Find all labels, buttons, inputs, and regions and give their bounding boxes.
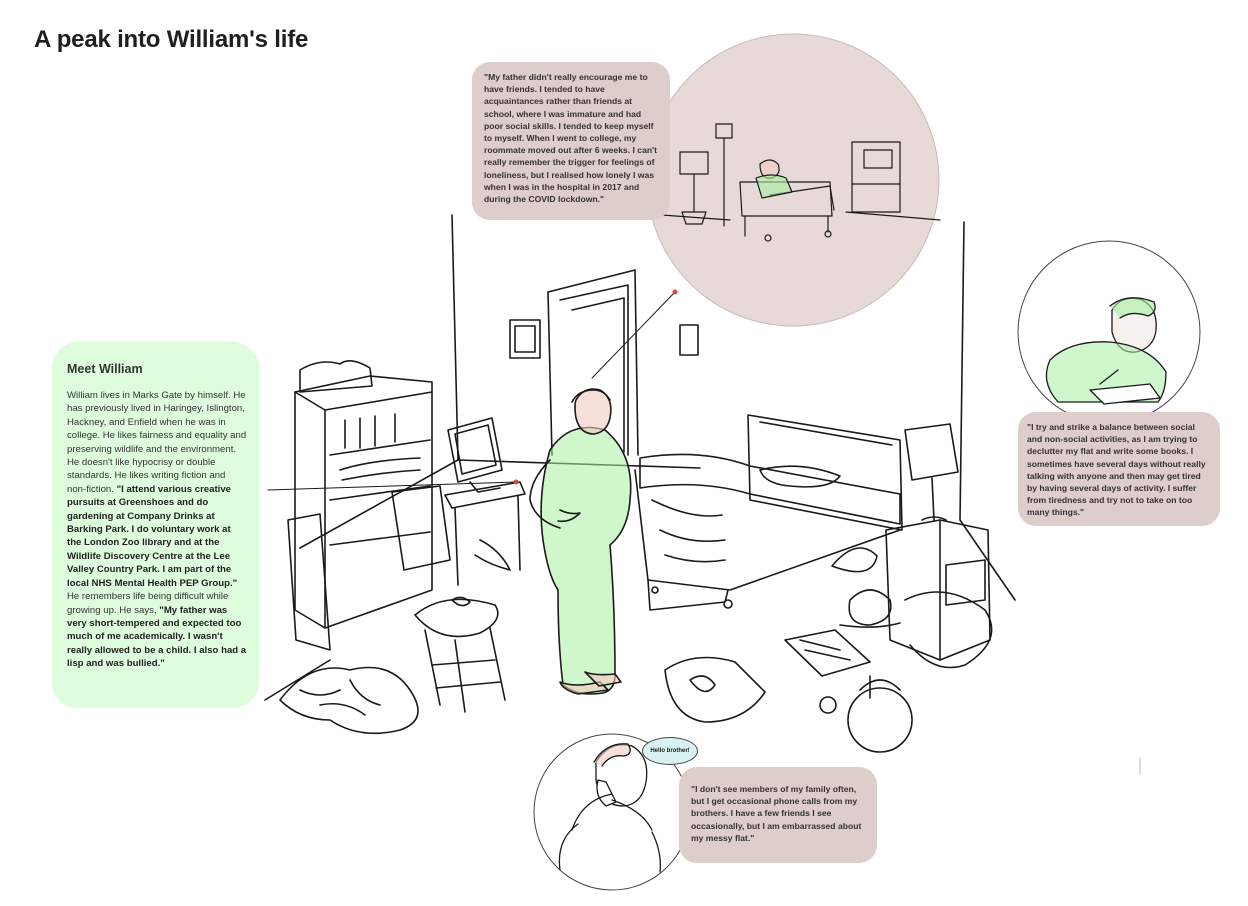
connector-lines <box>267 289 678 491</box>
balance-quote-card: "I try and strike a balance between soci… <box>1018 412 1220 526</box>
hospital-bed-icon <box>661 123 941 242</box>
nightstand-lamp-icon <box>885 423 993 669</box>
bookshelf-icon <box>287 360 451 651</box>
william-figure-icon <box>529 388 632 695</box>
hospital-circle <box>646 33 941 327</box>
man-on-phone-icon <box>558 743 661 873</box>
meet-william-activities-quote: "I attend various creative pursuits at G… <box>67 483 238 589</box>
meet-william-heading: Meet William <box>67 362 143 376</box>
meet-william-body: William lives in Marks Gate by himself. … <box>67 389 247 671</box>
meet-william-intro: William lives in Marks Gate by himself. … <box>67 390 247 495</box>
meet-william-middle: He remembers life being difficult while … <box>67 591 229 616</box>
floor-clutter-icon <box>279 547 913 753</box>
family-quote-card: "I don't see members of my family often,… <box>679 767 877 863</box>
writing-circle <box>1017 240 1201 424</box>
meet-william-card: Meet William William lives in Marks Gate… <box>52 342 259 708</box>
loneliness-quote-card: "My father didn't really encourage me to… <box>472 62 670 220</box>
page-title: A peak into William's life <box>34 26 309 53</box>
doorway-icon <box>509 269 699 456</box>
desk-monitor-icon <box>444 417 526 586</box>
bed-icon <box>634 414 903 611</box>
man-writing-icon <box>1045 297 1167 405</box>
speech-bubble: Hello brother! <box>642 737 698 765</box>
stool-icon <box>414 596 506 713</box>
meet-william-childhood-quote: "My father was very short-tempered and e… <box>67 604 247 670</box>
